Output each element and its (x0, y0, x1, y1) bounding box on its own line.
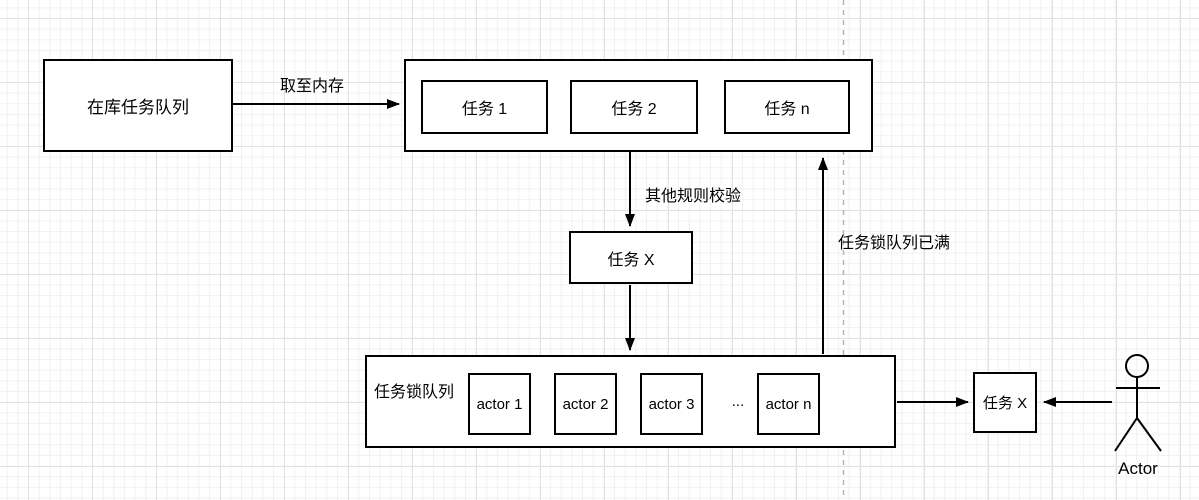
db-task-queue-box: 在库任务队列 (43, 59, 233, 152)
task-2-box: 任务 2 (570, 80, 698, 134)
other-rules-check-label: 其他规则校验 (645, 188, 742, 205)
actor-stick-figure-icon (1114, 354, 1162, 452)
task-n-label: 任务 n (764, 101, 810, 118)
task-lock-queue-label: 任务锁队列 (373, 384, 454, 401)
actor-n-label: actor n (765, 395, 812, 413)
actor-1-label: actor 1 (476, 395, 523, 413)
actor-1-box: actor 1 (468, 373, 531, 435)
task-x-right-box: 任务 X (973, 372, 1037, 433)
task-x-right-label: 任务 X (982, 395, 1028, 412)
task-n-box: 任务 n (724, 80, 850, 134)
actor-2-label: actor 2 (562, 395, 609, 413)
actor-n-box: actor n (757, 373, 820, 435)
task-1-label: 任务 1 (461, 101, 508, 118)
db-task-queue-label: 在库任务队列 (87, 98, 189, 117)
task-2-label: 任务 2 (611, 101, 657, 118)
task-1-box: 任务 1 (421, 80, 548, 134)
actor-3-label: actor 3 (648, 395, 695, 413)
actor-label: Actor (1118, 459, 1158, 478)
task-x-mid-box: 任务 X (569, 231, 693, 284)
lock-queue-full-label: 任务锁队列已满 (838, 235, 951, 252)
task-lock-queue-container: 任务锁队列 actor 1 actor 2 actor 3 ... actor … (365, 355, 896, 448)
fetch-to-memory-label: 取至内存 (279, 78, 344, 95)
actor-3-box: actor 3 (640, 373, 703, 435)
actor-ellipsis-label: ... (731, 393, 745, 410)
actor-2-box: actor 2 (554, 373, 617, 435)
memory-task-queue-container: 任务 1 任务 2 任务 n (404, 59, 873, 152)
task-x-mid-label: 任务 X (607, 251, 655, 269)
